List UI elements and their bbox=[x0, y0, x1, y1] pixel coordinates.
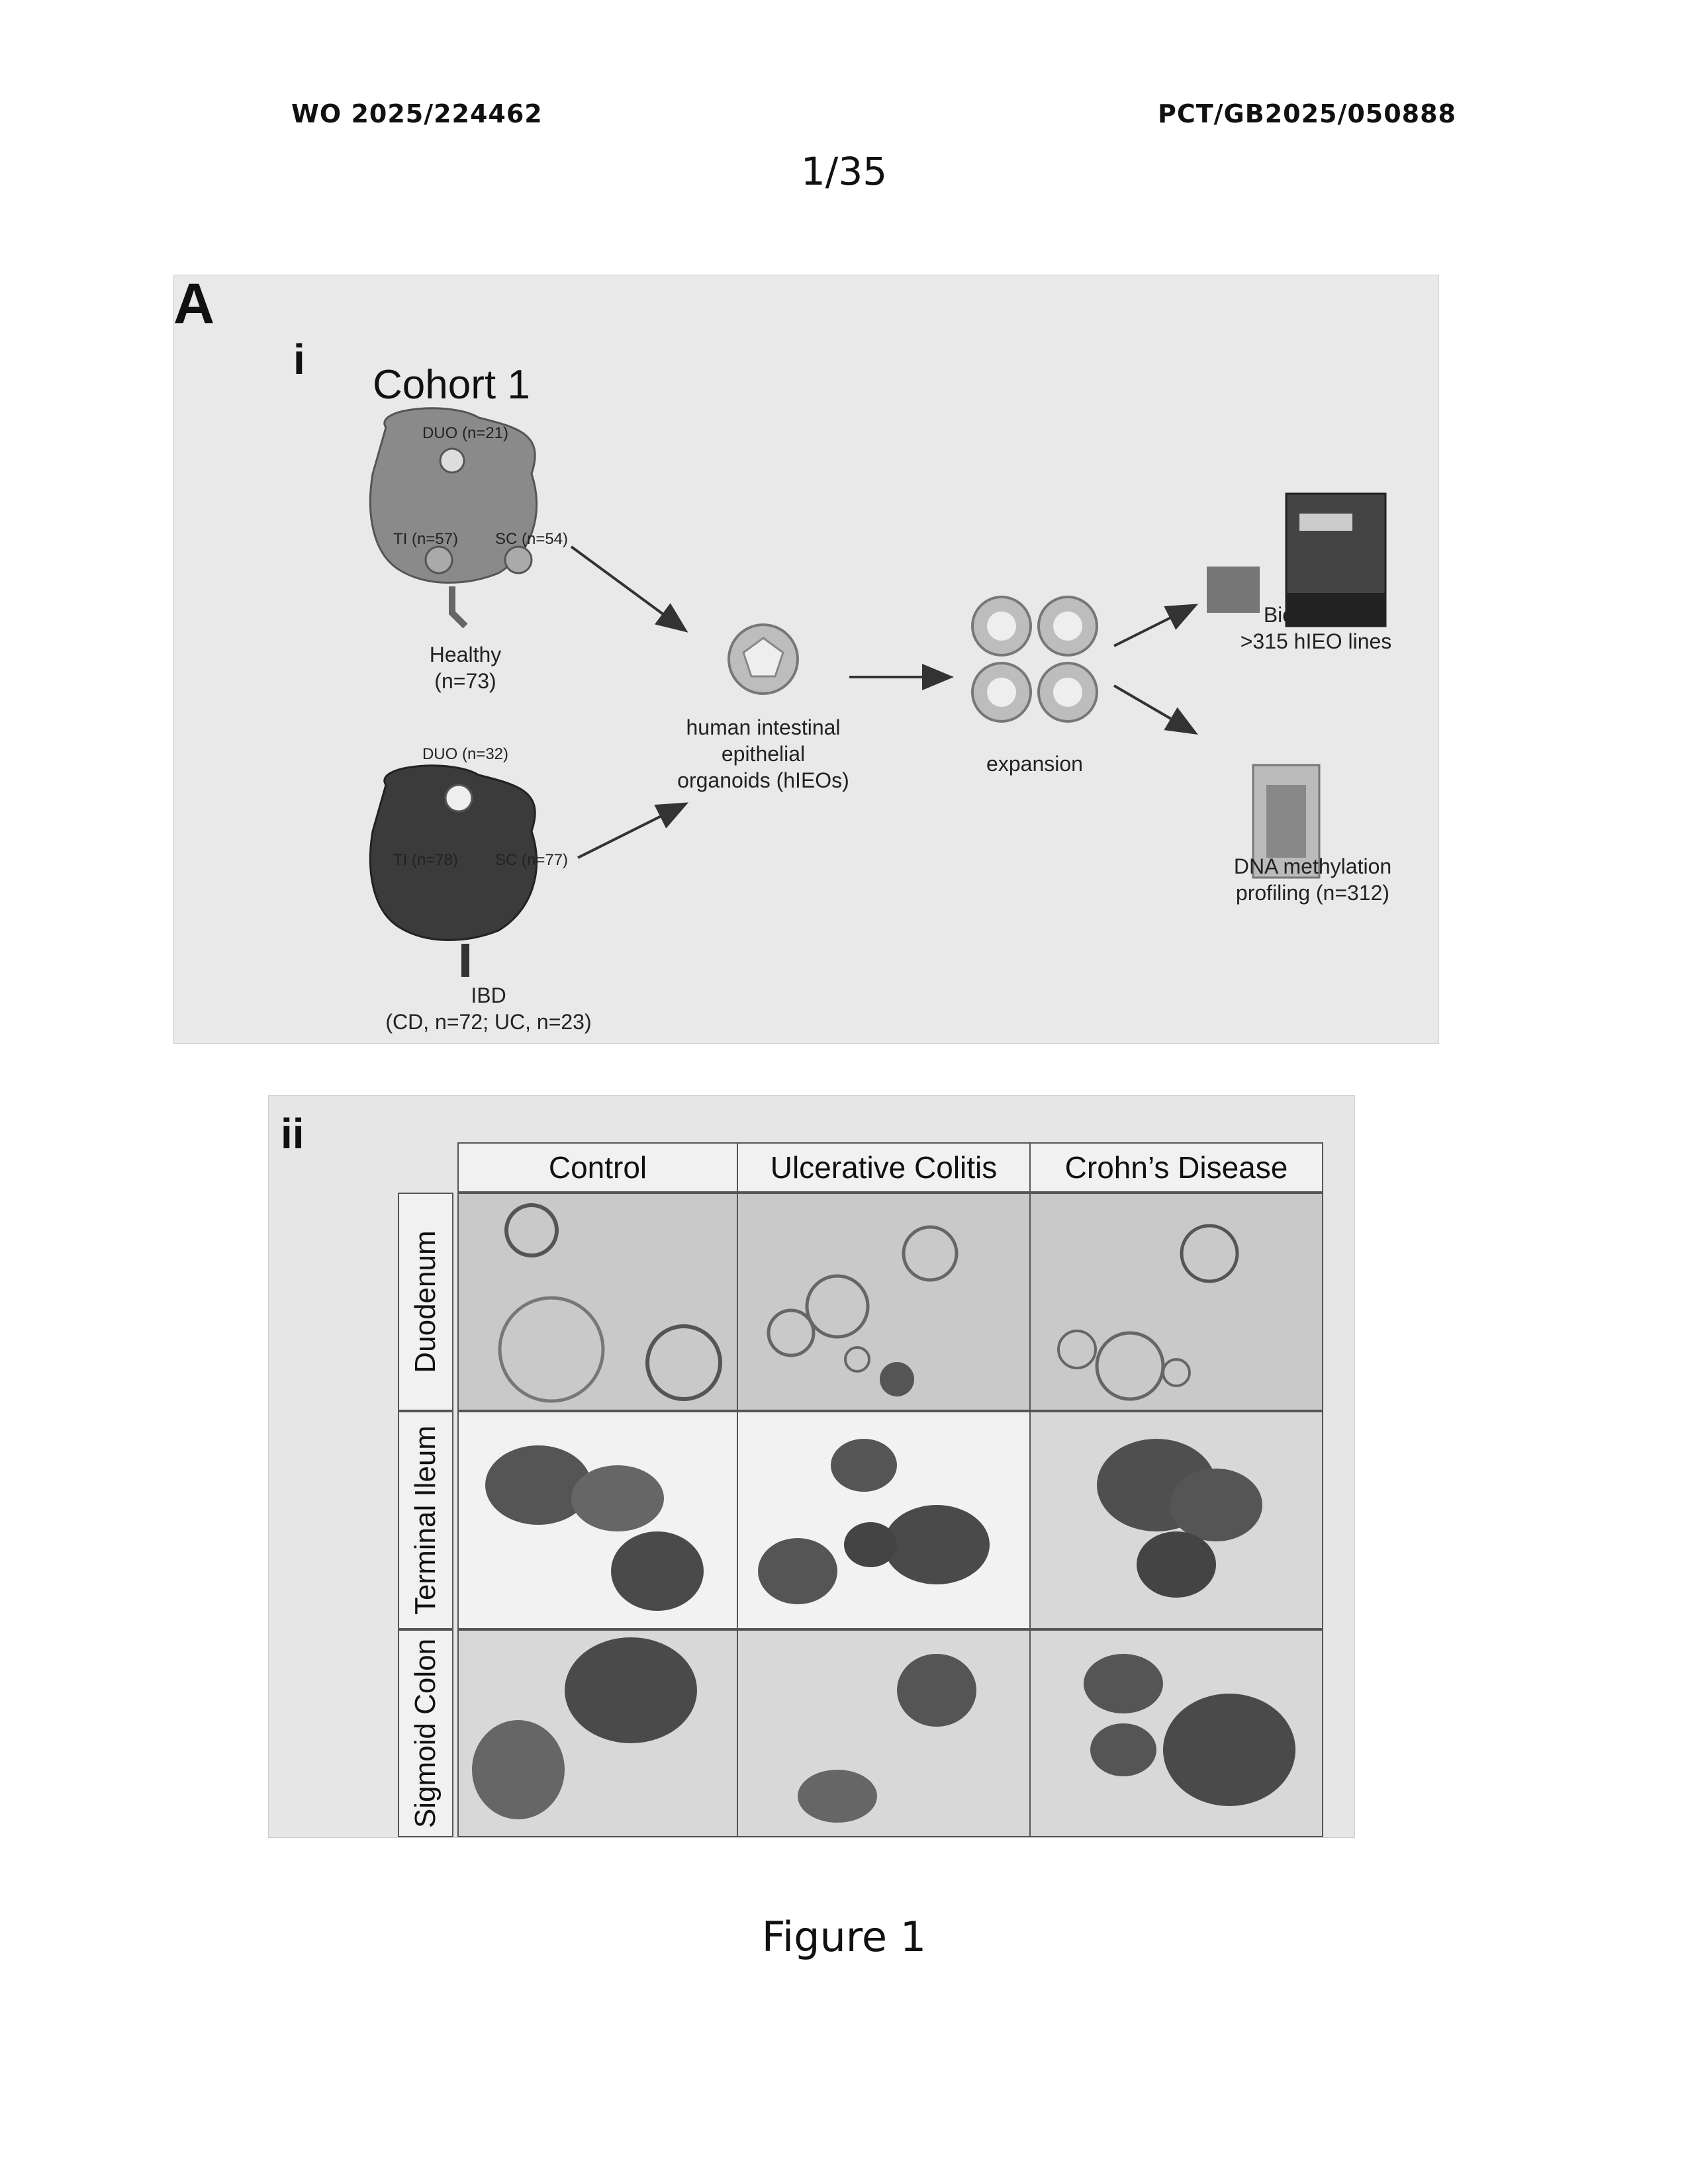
organoid-label-3: organoids (hIEOs) bbox=[657, 768, 869, 793]
panel-ii-image-grid: ii Control Ulcerative Colitis Crohn’s Di… bbox=[268, 1095, 1355, 1838]
ibd-sc-label: SC (n=77) bbox=[479, 851, 585, 870]
healthy-count: (n=73) bbox=[373, 669, 558, 694]
image-terminal-ileum-control bbox=[457, 1411, 738, 1629]
healthy-label: Healthy bbox=[373, 643, 558, 667]
image-sigmoid-colon-uc bbox=[737, 1629, 1031, 1837]
image-duodenum-control bbox=[457, 1193, 738, 1411]
biobanking-label-2: >315 hIEO lines bbox=[1207, 629, 1425, 654]
image-duodenum-uc bbox=[737, 1193, 1031, 1411]
panel-i-schematic: i Cohort 1 bbox=[173, 275, 1439, 1044]
expansion-organoids-icon bbox=[972, 597, 1097, 721]
organoid-label-2: epithelial bbox=[657, 742, 869, 766]
column-header-crohns-disease: Crohn’s Disease bbox=[1029, 1142, 1323, 1193]
ibd-label: IBD bbox=[373, 983, 604, 1008]
figure-caption: Figure 1 bbox=[0, 1913, 1688, 1961]
row-header-sigmoid-colon: Sigmoid Colon bbox=[398, 1629, 453, 1837]
dna-methylation-label-2: profiling (n=312) bbox=[1194, 881, 1432, 905]
healthy-ti-label: TI (n=57) bbox=[373, 530, 479, 549]
organoid-label-1: human intestinal bbox=[657, 715, 869, 740]
image-terminal-ileum-uc bbox=[737, 1411, 1031, 1629]
image-sigmoid-colon-cd bbox=[1029, 1629, 1323, 1837]
expansion-label: expansion bbox=[942, 752, 1127, 776]
figure-letter: A bbox=[173, 271, 214, 337]
schematic-graphics bbox=[174, 275, 1438, 1043]
column-header-ulcerative-colitis: Ulcerative Colitis bbox=[737, 1142, 1031, 1193]
image-terminal-ileum-cd bbox=[1029, 1411, 1323, 1629]
application-number: PCT/GB2025/050888 bbox=[1158, 99, 1456, 128]
image-sigmoid-colon-control bbox=[457, 1629, 738, 1837]
ibd-duo-label: DUO (n=32) bbox=[373, 745, 558, 764]
healthy-duo-label: DUO (n=21) bbox=[373, 424, 558, 443]
ibd-ti-label: TI (n=78) bbox=[373, 851, 479, 870]
ibd-intestine-icon bbox=[370, 766, 536, 977]
ibd-count: (CD, n=72; UC, n=23) bbox=[346, 1010, 631, 1034]
row-header-duodenum: Duodenum bbox=[398, 1193, 453, 1411]
column-header-control: Control bbox=[457, 1142, 738, 1193]
biobanking-label-1: Biobanking bbox=[1207, 603, 1425, 627]
row-header-terminal-ileum: Terminal Ileum bbox=[398, 1411, 453, 1629]
panel-ii-label: ii bbox=[281, 1109, 305, 1158]
patent-number: WO 2025/224462 bbox=[291, 99, 543, 128]
dna-methylation-label-1: DNA methylation bbox=[1194, 854, 1432, 879]
healthy-sc-label: SC (n=54) bbox=[479, 530, 585, 549]
image-duodenum-cd bbox=[1029, 1193, 1323, 1411]
page-number: 1/35 bbox=[0, 149, 1688, 194]
organoid-icon bbox=[729, 625, 798, 694]
